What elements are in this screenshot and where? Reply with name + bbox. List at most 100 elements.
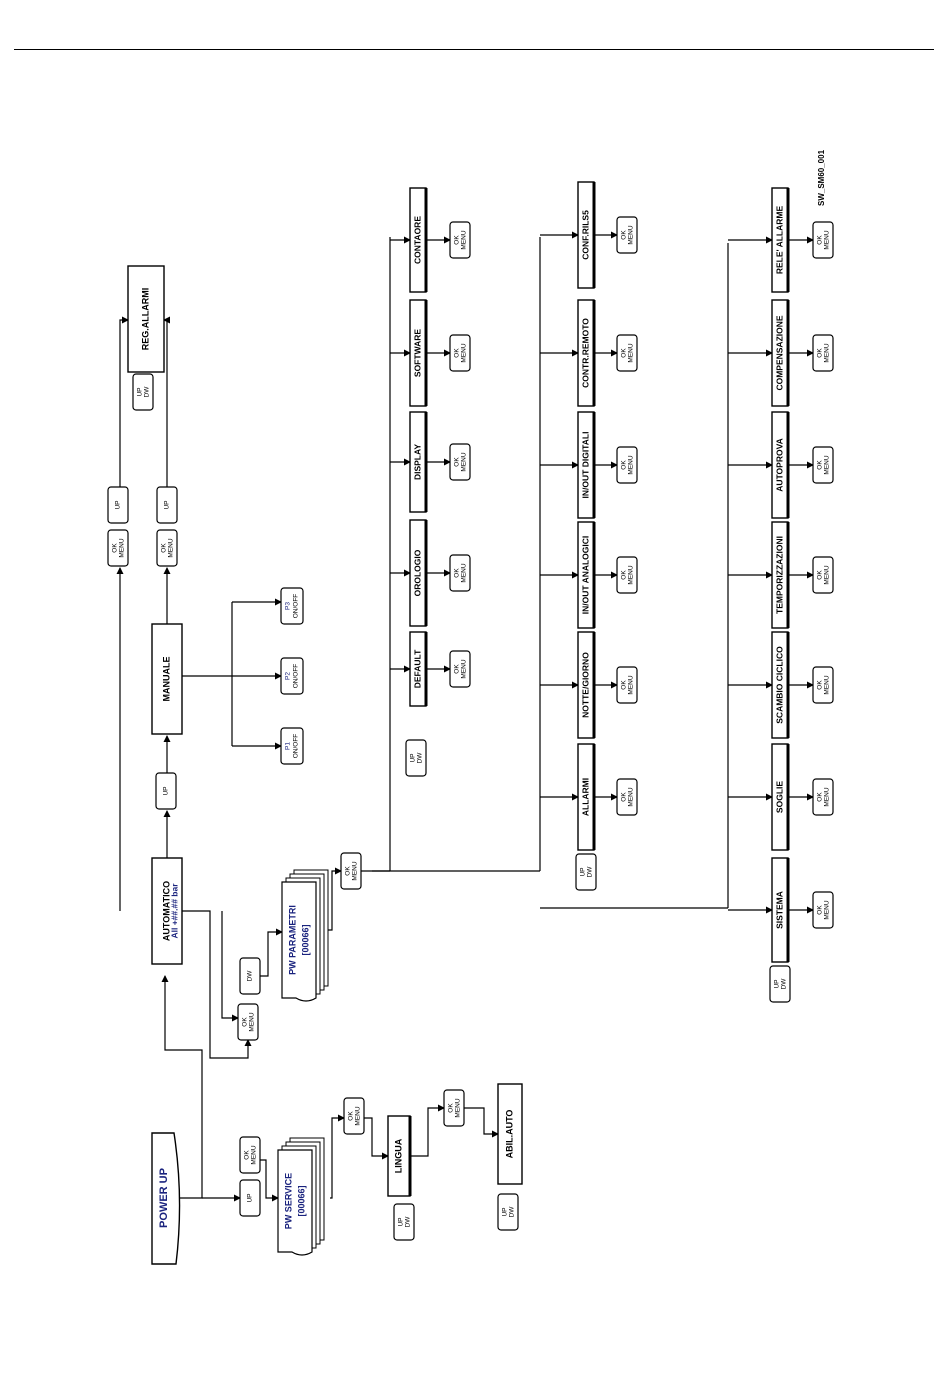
ok-menu-button-lingua-bottom-label: MENU xyxy=(455,1098,462,1117)
ok-menu-button-parametri-top-label: OK xyxy=(345,866,352,876)
ok-menu-button-service[interactable] xyxy=(343,1097,365,1135)
connector xyxy=(464,1107,499,1138)
up-dw-button-row-io[interactable] xyxy=(575,853,597,891)
ok-menu-button-temporizzazioni[interactable] xyxy=(812,556,834,594)
ok-menu-button-sistema[interactable] xyxy=(812,891,834,929)
ok-menu-button-orologio[interactable] xyxy=(449,554,471,592)
ok-menu-button-auto-top[interactable] xyxy=(107,529,129,567)
ok-menu-button-notte-giorno[interactable] xyxy=(616,666,638,704)
ok-menu-button-scambio-ciclico[interactable] xyxy=(812,666,834,704)
ok-menu-button-in-out-analogici[interactable] xyxy=(616,556,638,594)
ok-menu-button-in-out-digitali-top-label: OK xyxy=(621,460,628,470)
menu-item-default-label: DEFAULT xyxy=(412,649,422,688)
up-dw-button-row-general[interactable] xyxy=(405,739,427,777)
pw-parametri-node-label: PW PARAMETRI xyxy=(287,905,297,975)
up-dw-button-lingua-bottom-label: DW xyxy=(405,1216,412,1228)
p1-button[interactable] xyxy=(280,727,304,765)
ok-menu-button-soglie[interactable] xyxy=(812,778,834,816)
power-up-label: POWER UP xyxy=(158,1168,170,1228)
p3-button[interactable] xyxy=(280,587,304,625)
ok-menu-button-rele-allarme[interactable] xyxy=(812,221,834,259)
up-dw-button-abil-bottom-label: DW xyxy=(509,1206,516,1218)
ok-menu-button-default[interactable] xyxy=(449,650,471,688)
ok-menu-button-notte-giorno-top-label: OK xyxy=(621,680,628,690)
ok-menu-button-auto-top-bottom-label: MENU xyxy=(119,538,126,557)
ok-menu-button-allarmi-top-label: OK xyxy=(621,792,628,802)
p2-button-top-label: P2 xyxy=(285,672,292,680)
ok-menu-button-autoprova-bottom-label: MENU xyxy=(824,455,831,474)
ok-menu-button-allarmi[interactable] xyxy=(616,778,638,816)
connector xyxy=(260,1159,279,1202)
ok-menu-button-in-out-analogici-bottom-label: MENU xyxy=(628,565,635,584)
menu-item-allarmi-label: ALLARMI xyxy=(580,778,590,816)
page-top-rule xyxy=(14,49,934,50)
automatico-node-label: AUTOMATICO xyxy=(161,881,171,941)
ok-menu-button-power[interactable] xyxy=(239,1136,261,1174)
menu-item-in-out-analogici-label: IN/OUT ANALOGICI xyxy=(580,536,590,615)
menu-item-notte-giorno-label: NOTTE/GIORNO xyxy=(580,652,590,718)
p3-button-top-label: P3 xyxy=(285,602,292,610)
menu-item-soglie-label: SOGLIE xyxy=(774,781,784,813)
up-dw-button-row-system-top-label: UP xyxy=(774,979,781,988)
ok-menu-button-contaore[interactable] xyxy=(449,221,471,259)
menu-item-temporizzazioni-label: TEMPORIZZAZIONI xyxy=(774,536,784,614)
up-dw-button-abil[interactable] xyxy=(497,1193,519,1231)
ok-menu-button-autoprova-top-label: OK xyxy=(817,460,824,470)
ok-menu-button-in-out-analogici-top-label: OK xyxy=(621,570,628,580)
connector xyxy=(119,316,129,487)
lingua-node-label: LINGUA xyxy=(393,1138,403,1173)
menu-item-contaore-label: CONTAORE xyxy=(412,216,422,264)
up-button-auto[interactable] xyxy=(155,772,177,810)
up-button-auto-label: UP xyxy=(163,786,170,795)
ok-menu-button-in-out-digitali[interactable] xyxy=(616,446,638,484)
reg-allarmi-node xyxy=(127,265,165,373)
up-dw-button-row-system-bottom-label: DW xyxy=(781,978,788,990)
up-dw-button-lingua[interactable] xyxy=(393,1203,415,1241)
up-dw-button-row-io-bottom-label: DW xyxy=(587,866,594,878)
up-button-power[interactable] xyxy=(239,1179,261,1217)
up-button-auto-top[interactable] xyxy=(107,486,129,524)
p2-button[interactable] xyxy=(280,657,304,695)
ok-menu-button-autoprova[interactable] xyxy=(812,446,834,484)
ok-menu-button-sistema-bottom-label: MENU xyxy=(824,900,831,919)
ok-menu-button-conf-rils5[interactable] xyxy=(616,216,638,254)
ok-menu-button-contr-remoto-bottom-label: MENU xyxy=(628,343,635,362)
ok-menu-button-compensazione[interactable] xyxy=(812,334,834,372)
ok-menu-button-sistema-top-label: OK xyxy=(817,905,824,915)
up-button-auto-top-label: UP xyxy=(115,500,122,509)
menu-item-scambio-ciclico-label: SCAMBIO CICLICO xyxy=(774,646,784,724)
ok-menu-button-rele-allarme-top-label: OK xyxy=(817,235,824,245)
ok-menu-button-software-top-label: OK xyxy=(454,348,461,358)
up-button-manuale[interactable] xyxy=(156,486,178,524)
up-dw-button-row-general-top-label: UP xyxy=(410,753,417,762)
ok-menu-button-lingua[interactable] xyxy=(443,1089,465,1127)
connector xyxy=(410,1104,445,1157)
ok-menu-button-manuale[interactable] xyxy=(156,529,178,567)
menu-item-sistema-label: SISTEMA xyxy=(774,891,784,929)
ok-menu-button-in-out-digitali-bottom-label: MENU xyxy=(628,455,635,474)
ok-menu-button-conf-rils5-top-label: OK xyxy=(621,230,628,240)
ok-menu-button-display[interactable] xyxy=(449,443,471,481)
automatico-node xyxy=(151,857,183,965)
pw-parametri-node xyxy=(281,881,317,1002)
automatico-line2: All +##.## bar xyxy=(169,883,179,939)
menu-item-in-out-digitali-label: IN/OUT DIGITALI xyxy=(580,432,590,499)
ok-menu-button-parametri[interactable] xyxy=(340,852,362,890)
ok-menu-button-contaore-top-label: OK xyxy=(454,235,461,245)
up-button-power-label: UP xyxy=(247,1193,254,1202)
up-dw-button-row-general-bottom-label: DW xyxy=(417,752,424,764)
ok-menu-button-param[interactable] xyxy=(237,1003,259,1041)
ok-menu-button-temporizzazioni-bottom-label: MENU xyxy=(824,565,831,584)
ok-menu-button-software-bottom-label: MENU xyxy=(461,343,468,362)
up-dw-button-reg-top-label: UP xyxy=(137,387,144,396)
connector xyxy=(163,316,170,487)
up-dw-button-reg-bottom-label: DW xyxy=(144,386,151,398)
dw-button-param[interactable] xyxy=(239,957,261,995)
ok-menu-button-software[interactable] xyxy=(449,334,471,372)
ok-menu-button-contr-remoto[interactable] xyxy=(616,334,638,372)
menu-item-orologio-label: OROLOGIO xyxy=(412,549,422,596)
ok-menu-button-allarmi-bottom-label: MENU xyxy=(628,787,635,806)
up-dw-button-row-system[interactable] xyxy=(769,965,791,1003)
up-dw-button-reg[interactable] xyxy=(132,373,154,411)
